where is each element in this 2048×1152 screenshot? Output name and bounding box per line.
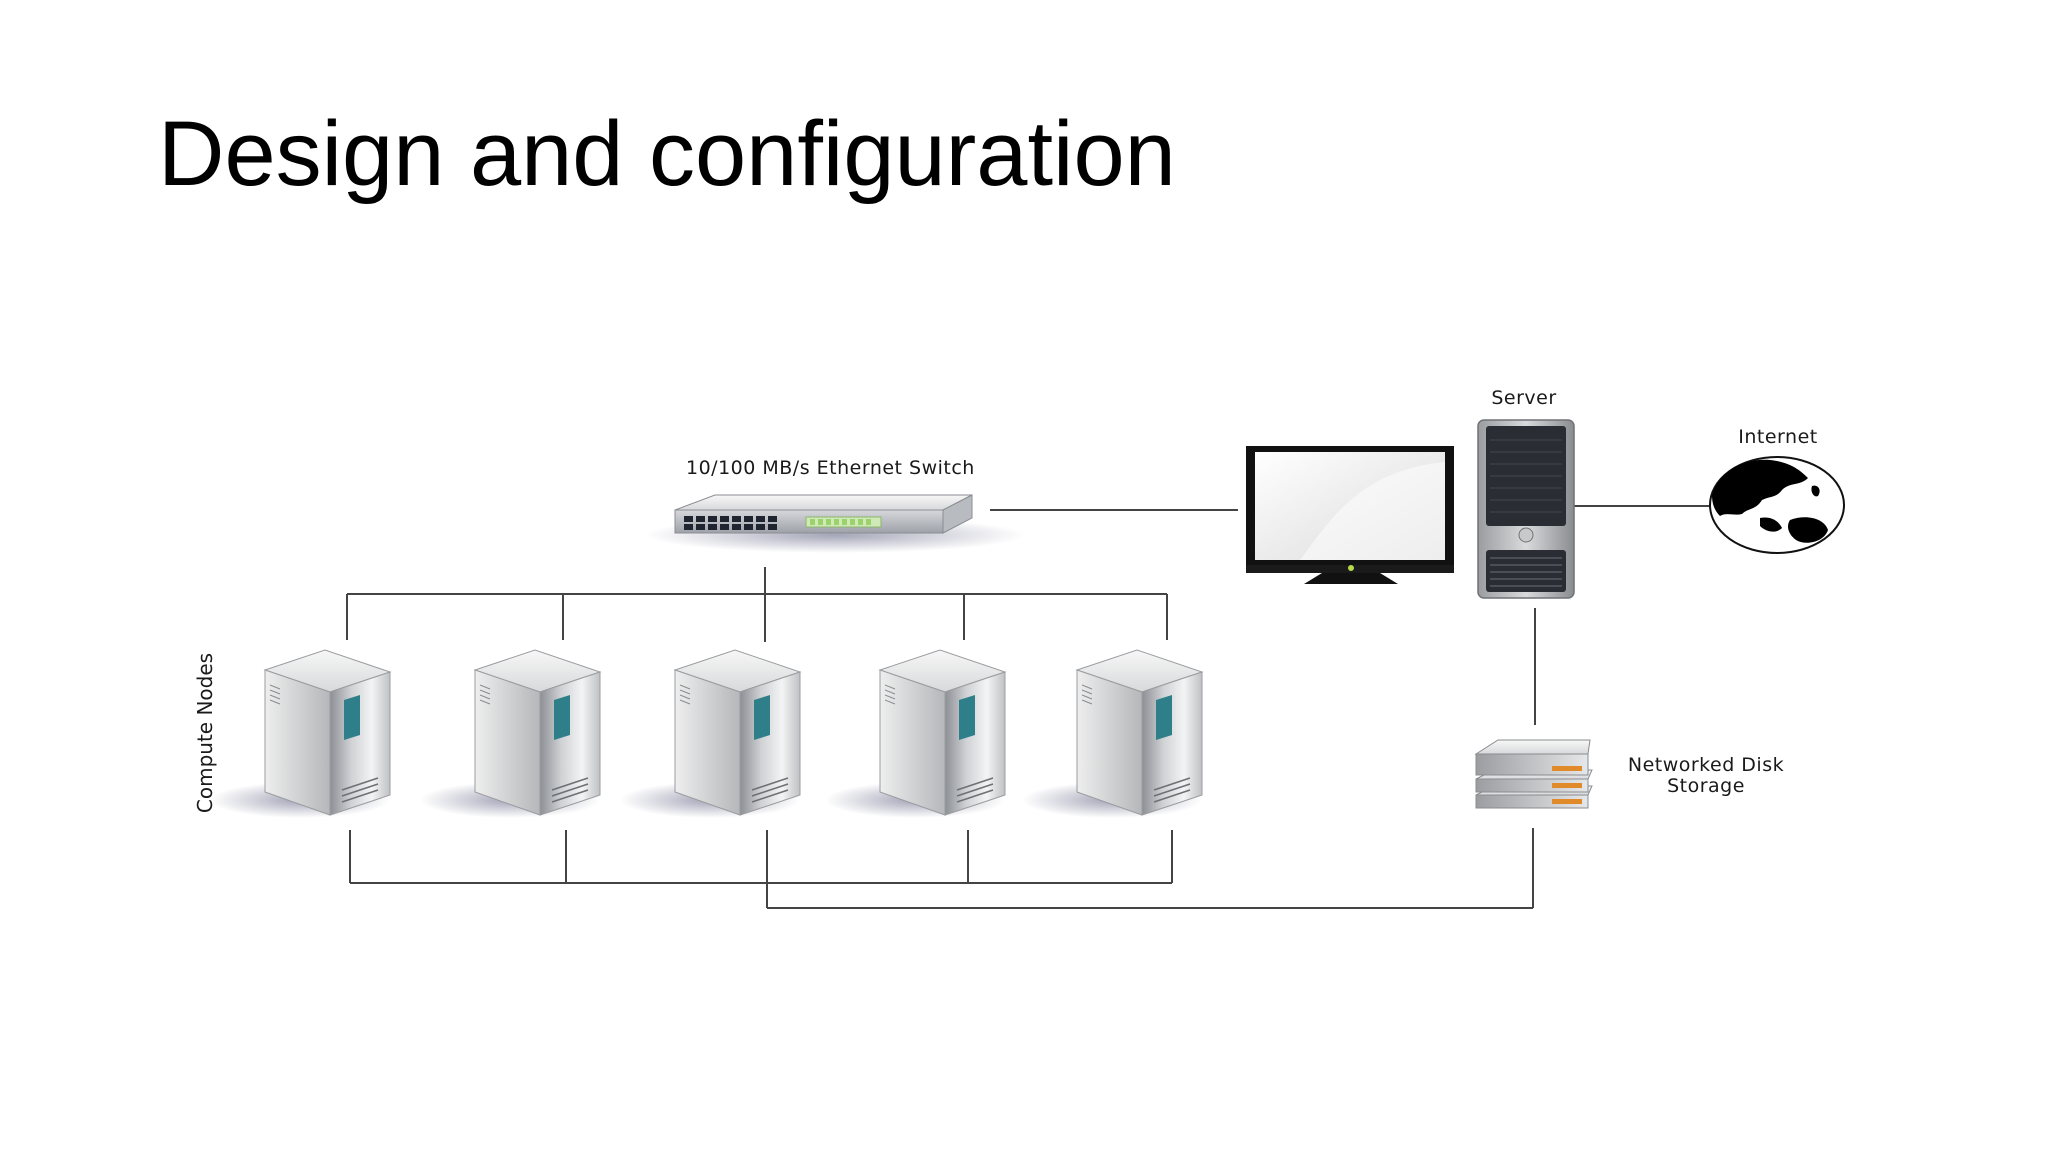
page-title: Design and configuration — [158, 103, 1176, 205]
monitor-icon — [1246, 446, 1454, 584]
storage-label-line1: Networked Disk — [1628, 754, 1784, 776]
server-label: Server — [1491, 387, 1556, 409]
ethernet-switch-icon — [645, 494, 1025, 553]
switch-label: 10/100 MB/s Ethernet Switch — [686, 457, 975, 479]
compute-nodes — [210, 649, 1204, 818]
disk-storage-icon — [1474, 739, 1593, 809]
globe-icon — [1709, 456, 1845, 554]
connection-lines — [346, 505, 1710, 909]
compute-node-icon — [1022, 649, 1204, 818]
compute-node-icon — [620, 649, 802, 818]
compute-nodes-label: Compute Nodes — [193, 653, 217, 813]
compute-node-icon — [825, 649, 1007, 818]
storage-label-line2: Storage — [1667, 775, 1745, 797]
internet-label: Internet — [1738, 426, 1817, 448]
compute-node-icon — [420, 649, 602, 818]
server-icon — [1477, 419, 1575, 599]
compute-node-icon — [210, 649, 392, 818]
